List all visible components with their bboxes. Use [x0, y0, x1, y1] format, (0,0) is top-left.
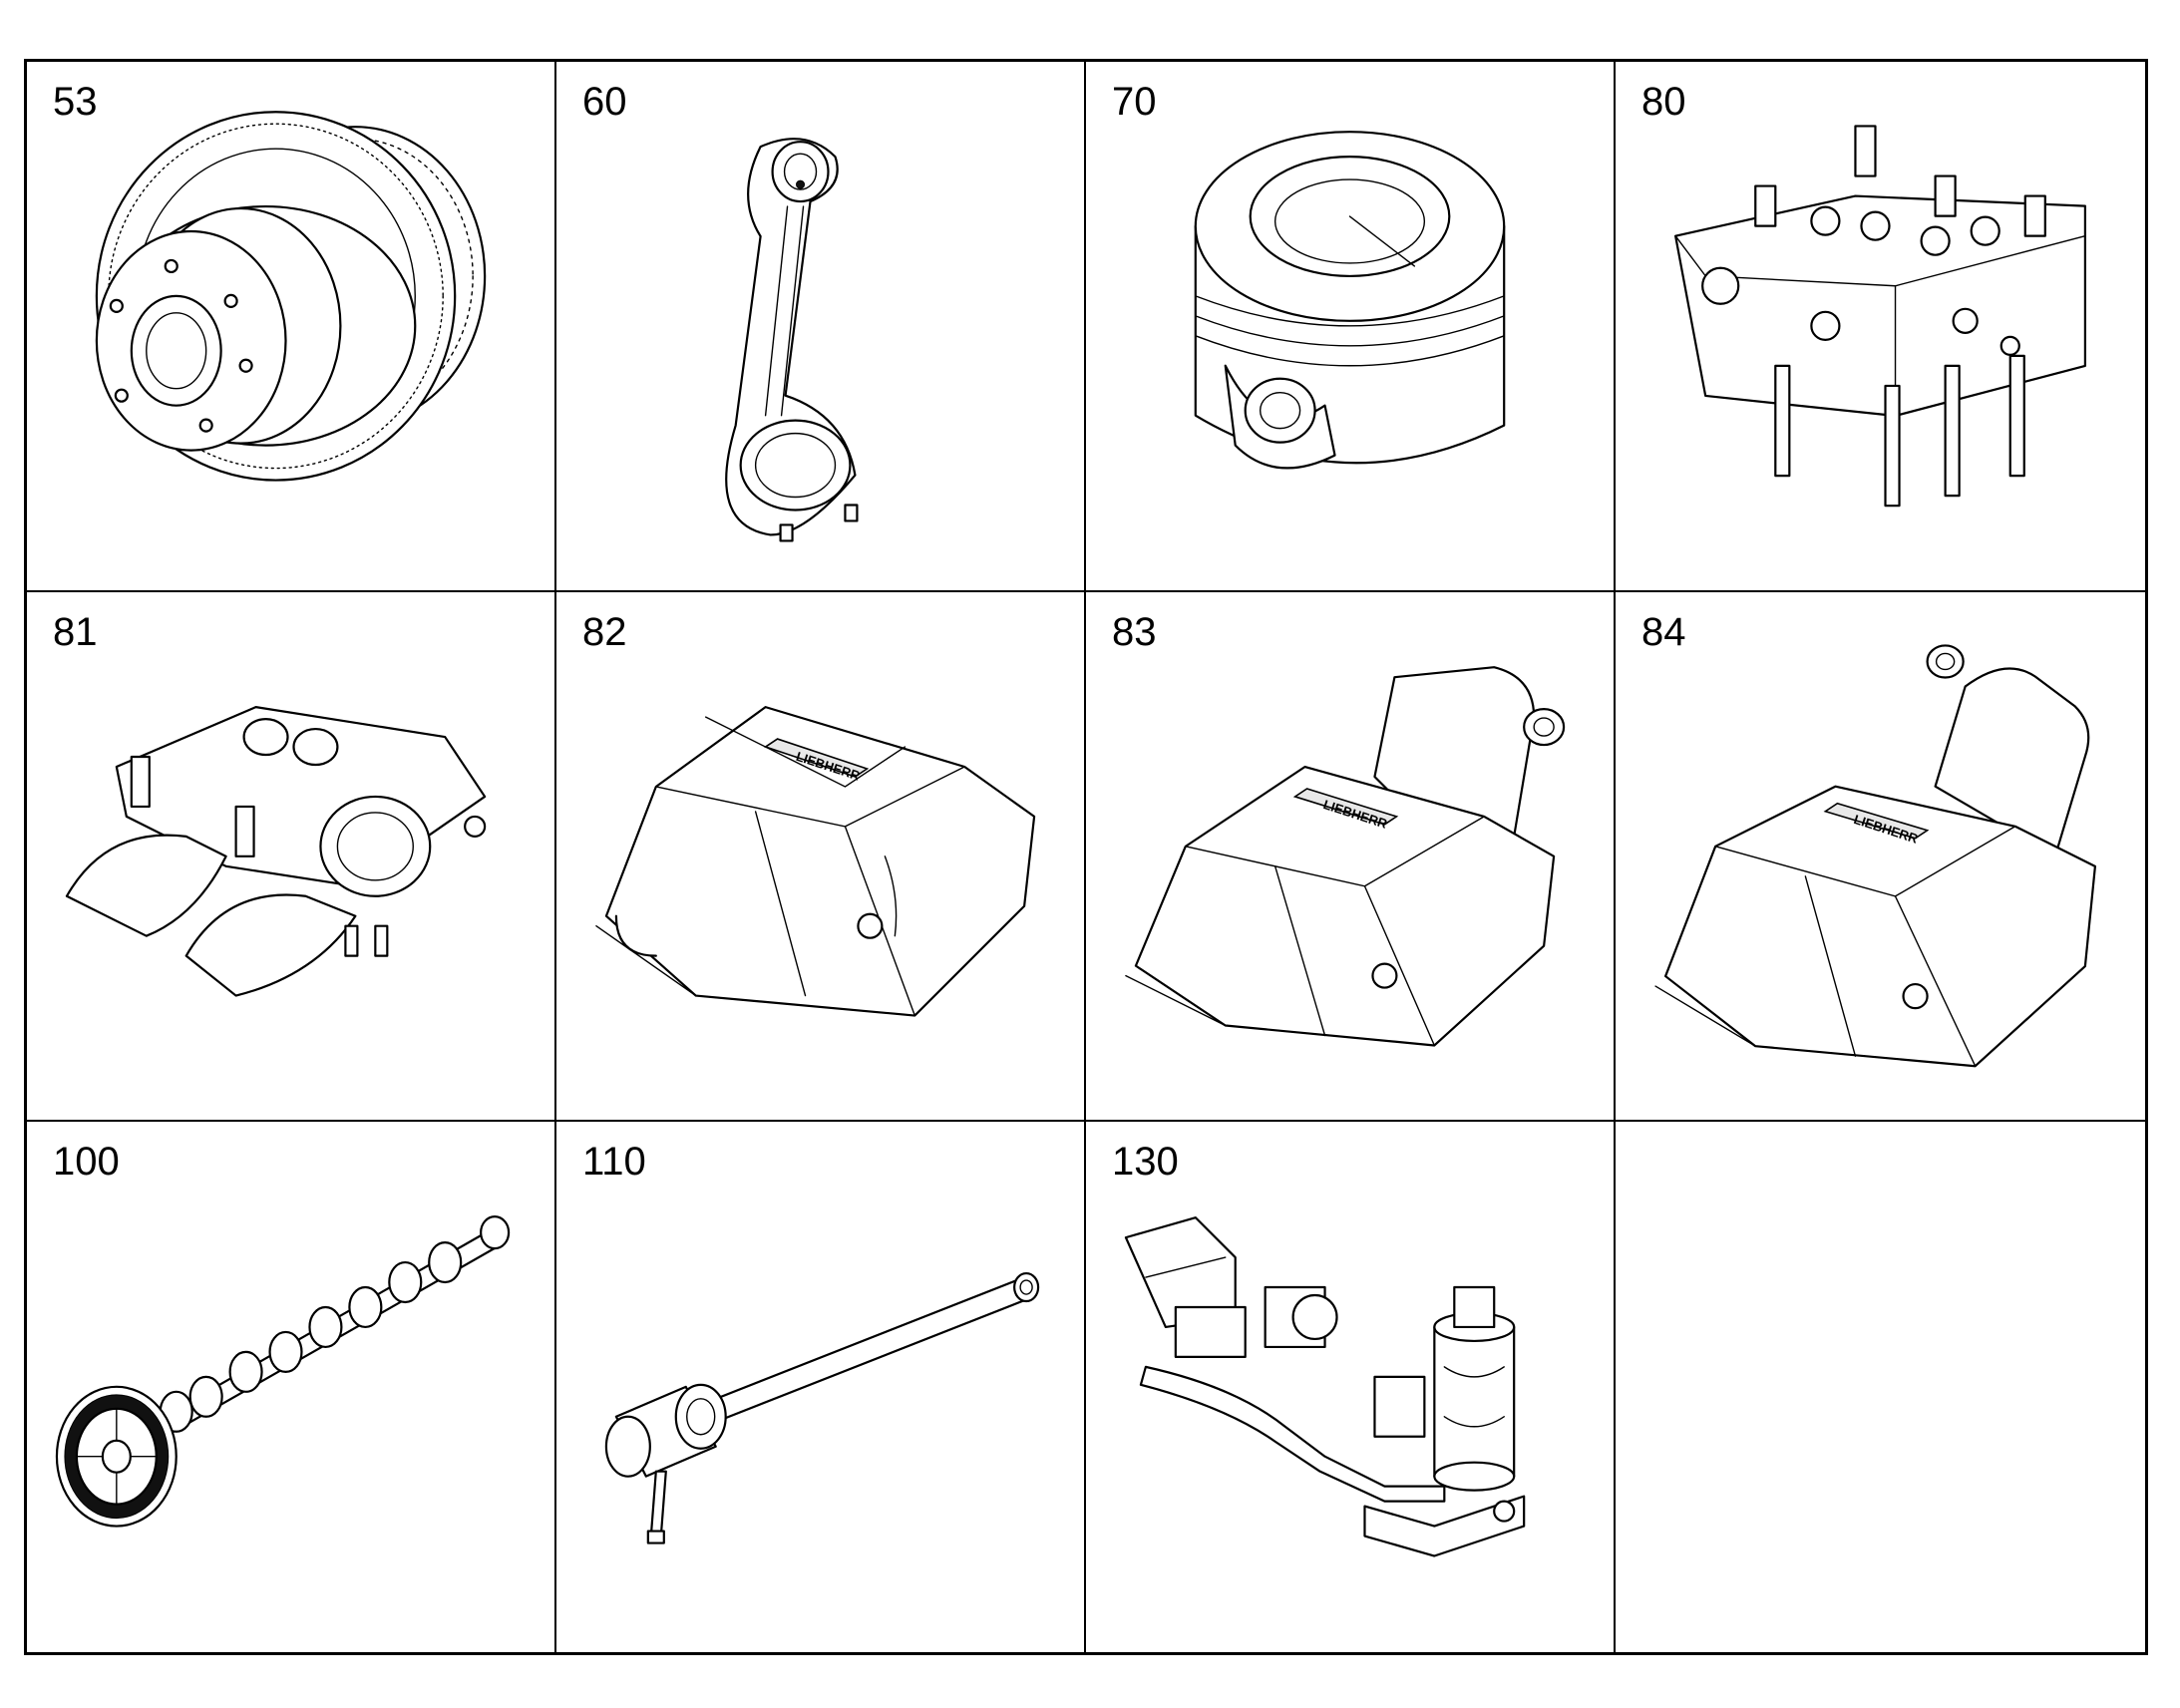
part-number: 84 — [1641, 609, 1686, 654]
parts-grid: 53 60 — [24, 59, 2148, 1655]
tube-assembly-icon — [556, 1122, 1084, 1652]
part-cell-100[interactable]: 100 — [27, 1122, 556, 1652]
valve-cover-icon: LIEBHERR — [556, 592, 1084, 1121]
part-cell-81[interactable]: 81 — [27, 591, 556, 1123]
part-number: 81 — [53, 609, 98, 654]
connecting-rod-icon — [556, 62, 1084, 590]
part-cell-60[interactable]: 60 — [556, 62, 1086, 592]
part-cell-80[interactable]: 80 — [1616, 62, 2145, 592]
part-cell-110[interactable]: 110 — [556, 1122, 1086, 1652]
part-cell-130[interactable]: 130 — [1086, 1122, 1616, 1652]
part-cell-82[interactable]: 82 LIEBHERR — [556, 591, 1086, 1123]
valve-cover-with-breather-icon: LIEBHERR — [1086, 592, 1614, 1121]
camshaft-icon — [27, 1122, 554, 1652]
part-number: 130 — [1112, 1140, 1179, 1185]
cylinder-head-icon — [1616, 62, 2145, 590]
part-number: 110 — [582, 1140, 646, 1185]
part-cell-70[interactable]: 70 — [1086, 62, 1616, 592]
part-number: 83 — [1112, 609, 1157, 654]
part-cell-84[interactable]: 84 LIEBHERR — [1616, 592, 2145, 1123]
part-number: 100 — [53, 1140, 120, 1185]
piston-icon — [1086, 62, 1614, 590]
empty-cell — [1616, 1122, 2145, 1652]
part-number: 70 — [1112, 80, 1157, 124]
fuel-system-assembly-icon — [1086, 1122, 1614, 1652]
rocker-arm-assembly-icon — [27, 592, 554, 1121]
flywheel-damper-icon — [27, 62, 554, 590]
part-number: 80 — [1641, 80, 1686, 124]
part-number: 82 — [582, 609, 627, 654]
part-number: 53 — [53, 80, 98, 124]
part-cell-83[interactable]: 83 LIEBHERR — [1086, 591, 1616, 1123]
valve-cover-with-breather-icon: LIEBHERR — [1616, 592, 2145, 1121]
part-number: 60 — [582, 80, 627, 124]
part-cell-53[interactable]: 53 — [27, 62, 556, 592]
